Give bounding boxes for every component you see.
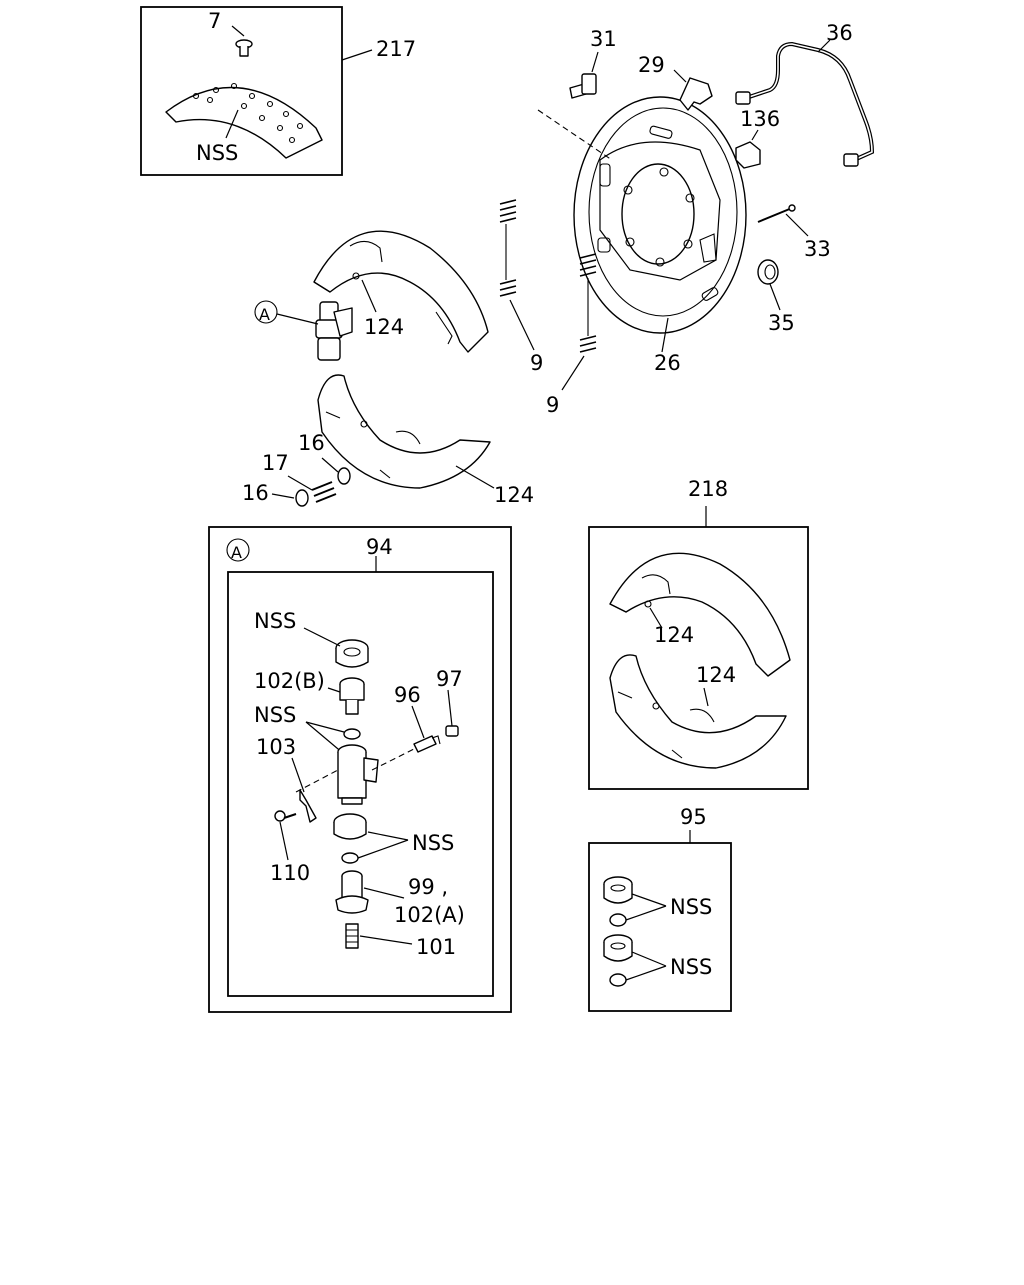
- kit-shoe-124-lower: [609, 654, 787, 769]
- kit-shoe-124-upper: [609, 552, 791, 677]
- seal-kit-box: [588, 842, 732, 1012]
- label-94: 94: [366, 535, 393, 559]
- callout-a-circle: [254, 300, 278, 324]
- label-29: 29: [638, 53, 665, 77]
- label-101: 101: [416, 935, 456, 959]
- label-99: 99 ,: [408, 875, 448, 899]
- brake-pipe-36[interactable]: [735, 41, 875, 167]
- label-124-kit-upper: 124: [654, 623, 694, 647]
- shoe-kit-box: [588, 526, 809, 790]
- seal-kit-ring-1: [609, 913, 627, 927]
- spring-clip-103: [299, 789, 317, 823]
- piston-102b: [339, 677, 365, 715]
- screw-110: [274, 810, 297, 822]
- label-33: 33: [804, 237, 831, 261]
- label-nss-lining: NSS: [196, 141, 238, 165]
- label-16-lower: 16: [242, 481, 269, 505]
- spring-9-upper[interactable]: [499, 199, 517, 297]
- adjuster-parts[interactable]: [295, 467, 351, 507]
- label-124-upper: 124: [364, 315, 404, 339]
- label-97: 97: [436, 667, 463, 691]
- label-35: 35: [768, 311, 795, 335]
- label-nss-kit-1: NSS: [670, 895, 712, 919]
- label-96: 96: [394, 683, 421, 707]
- bleeder-screw-96: [413, 735, 441, 753]
- bleeder-cap-97: [445, 725, 459, 737]
- pin-33[interactable]: [757, 204, 796, 223]
- seal-kit-cup-1: [603, 876, 633, 904]
- spring-9-lower[interactable]: [579, 253, 597, 353]
- label-218: 218: [688, 477, 728, 501]
- bracket-29[interactable]: [679, 77, 713, 111]
- label-124-lower: 124: [494, 483, 534, 507]
- plug-35[interactable]: [757, 259, 779, 285]
- brake-shoe-124-lower[interactable]: [317, 374, 491, 489]
- label-callout-a: A: [259, 305, 270, 324]
- detail-a-circle: [226, 538, 250, 562]
- lining-kit-box: [140, 6, 343, 176]
- wheel-cylinder-assembly[interactable]: [315, 301, 353, 361]
- cup-seal-top: [335, 639, 369, 668]
- label-136: 136: [740, 107, 780, 131]
- label-36: 36: [826, 21, 853, 45]
- label-110: 110: [270, 861, 310, 885]
- seal-kit-95[interactable]: 95 NSS NSS: [588, 805, 732, 1012]
- label-103: 103: [256, 735, 296, 759]
- seal-kit-cup-2: [603, 934, 633, 962]
- detail-94-inner-box: [227, 571, 494, 997]
- label-16-upper: 16: [298, 431, 325, 455]
- bolt-31[interactable]: [569, 73, 597, 99]
- label-nss-1: NSS: [254, 609, 296, 633]
- label-95: 95: [680, 805, 707, 829]
- small-seal-lower: [341, 852, 359, 864]
- label-detail-a: A: [231, 543, 242, 562]
- wheel-cylinder-detail-box[interactable]: A 94 NSS 102(B) NSS: [208, 526, 512, 1013]
- cylinder-body: [337, 744, 379, 805]
- brake-shoe-kit-218[interactable]: 218 124 124: [588, 477, 809, 790]
- small-seal: [343, 728, 361, 740]
- label-31: 31: [590, 27, 617, 51]
- brake-shoe-124-upper[interactable]: [313, 230, 489, 353]
- lining-kit-217[interactable]: 7 217 NSS: [140, 6, 416, 176]
- rivet-7: [235, 39, 253, 57]
- label-9-upper: 9: [530, 351, 543, 375]
- label-26: 26: [654, 351, 681, 375]
- seal-kit-ring-2: [609, 973, 627, 987]
- cup-seal-lower: [333, 813, 367, 840]
- backing-plate-26[interactable]: [573, 96, 747, 334]
- clip-136[interactable]: [735, 141, 761, 169]
- label-nss-3: NSS: [412, 831, 454, 855]
- label-9-lower: 9: [546, 393, 559, 417]
- label-124-kit-lower: 124: [696, 663, 736, 687]
- label-102a: 102(A): [394, 903, 465, 927]
- brake-lining: [165, 82, 323, 159]
- label-102b: 102(B): [254, 669, 325, 693]
- piston-102a: [335, 870, 369, 914]
- label-17: 17: [262, 451, 289, 475]
- adjuster-screw-101: [345, 923, 359, 949]
- detail-a-outer-box: [208, 526, 512, 1013]
- label-217: 217: [376, 37, 416, 61]
- label-7: 7: [208, 9, 221, 33]
- label-nss-kit-2: NSS: [670, 955, 712, 979]
- label-nss-2: NSS: [254, 703, 296, 727]
